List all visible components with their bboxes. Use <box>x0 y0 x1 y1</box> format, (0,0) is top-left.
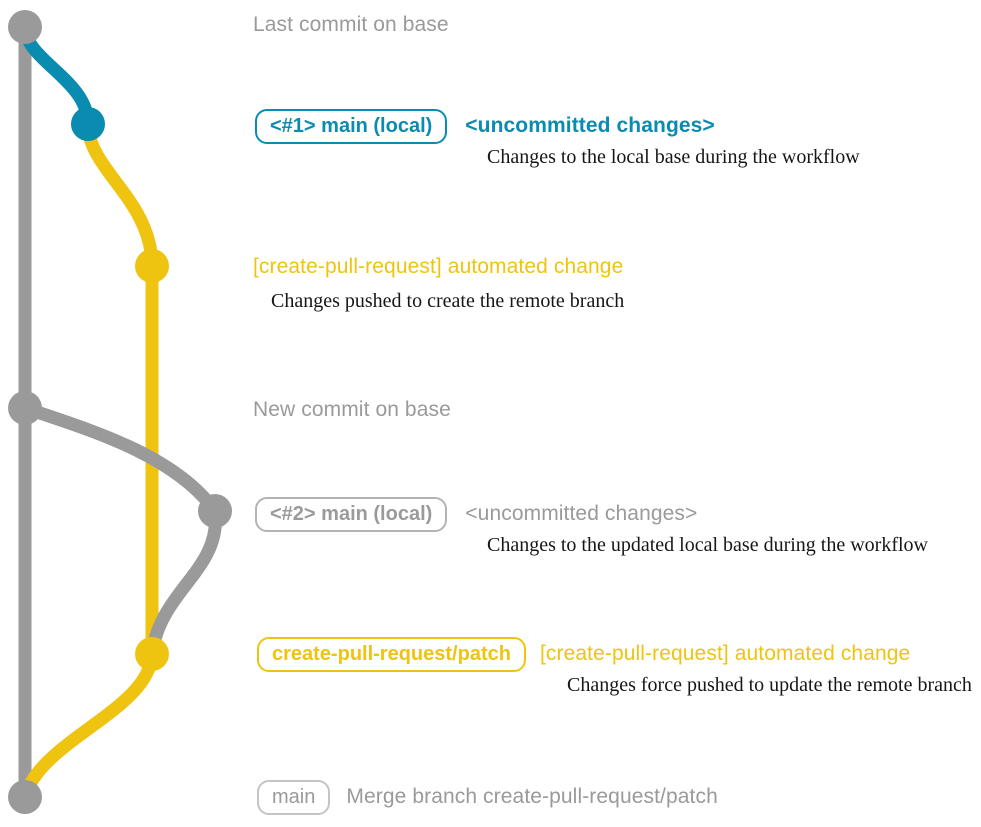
edge-local-main-2-to-automated-change-2 <box>145 504 222 661</box>
badge-create-pull-request-patch[interactable]: create-pull-request/patch <box>257 637 526 672</box>
node-automated-change-1[interactable] <box>135 249 169 283</box>
node-automated-change-2[interactable] <box>135 637 169 671</box>
edge-base-to-local-main-1 <box>18 20 95 131</box>
row-merge-main: main Merge branch create-pull-request/pa… <box>257 780 718 815</box>
row-local-main-1: <#1> main (local) <uncommitted changes> <box>255 109 715 144</box>
node-new-commit-on-base[interactable] <box>8 391 42 425</box>
subject-local-main-2: <uncommitted changes> <box>465 502 698 525</box>
node-merge-main[interactable] <box>8 780 42 814</box>
badge-local-main-1[interactable]: <#1> main (local) <box>255 109 448 144</box>
description-local-main-1: Changes to the local base during the wor… <box>487 146 860 168</box>
row-automated-change-2: create-pull-request/patch [create-pull-r… <box>257 637 910 672</box>
edge-new-base-to-local-main-2 <box>18 401 222 518</box>
node-local-main-2[interactable] <box>198 494 232 528</box>
badge-main[interactable]: main <box>257 780 331 815</box>
node-last-commit-on-base[interactable] <box>8 10 42 44</box>
badge-local-main-2[interactable]: <#2> main (local) <box>255 497 448 532</box>
subject-merge-main: Merge branch create-pull-request/patch <box>346 785 718 808</box>
edge-automated-change-2-to-merge <box>18 647 159 804</box>
description-automated-change-2: Changes force pushed to update the remot… <box>567 674 972 696</box>
subject-local-main-1: <uncommitted changes> <box>465 114 715 137</box>
heading-new-commit-on-base: New commit on base <box>253 398 451 421</box>
row-last-commit-on-base: Last commit on base <box>253 13 449 37</box>
row-new-commit-on-base: New commit on base <box>253 398 451 422</box>
subject-automated-change-2: [create-pull-request] automated change <box>539 642 911 665</box>
subject-automated-change-1: [create-pull-request] automated change <box>253 255 624 278</box>
heading-last-commit-on-base: Last commit on base <box>253 13 449 36</box>
row-automated-change-1: [create-pull-request] automated change <box>253 255 623 279</box>
node-local-main-1[interactable] <box>71 107 105 141</box>
row-local-main-2: <#2> main (local) <uncommitted changes> <box>255 497 697 532</box>
description-local-main-2: Changes to the updated local base during… <box>487 534 928 556</box>
edge-local-main-1-to-automated-change-1 <box>81 117 159 273</box>
description-automated-change-1: Changes pushed to create the remote bran… <box>271 290 625 312</box>
